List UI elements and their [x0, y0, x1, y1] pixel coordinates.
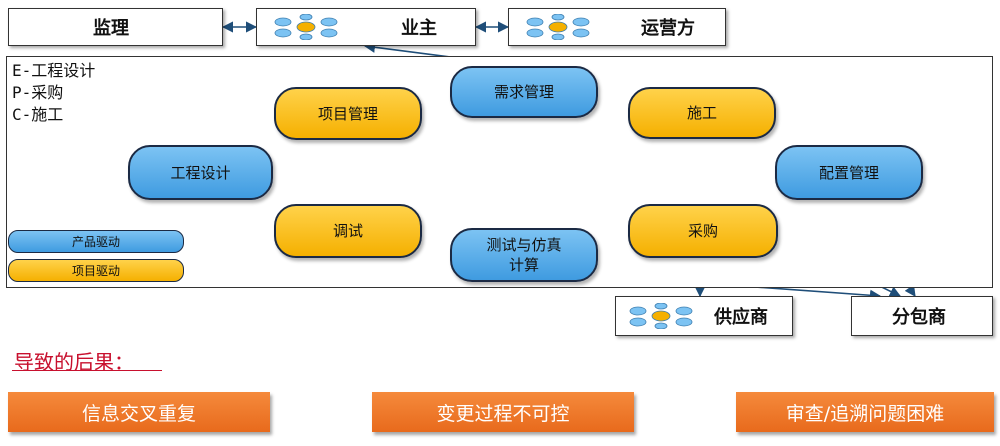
epc-c-label: C-施工: [12, 105, 64, 124]
node-commissioning: 调试: [274, 204, 422, 258]
owner-label: 业主: [401, 18, 437, 39]
consequences-underline: [12, 370, 162, 371]
node-config-mgmt: 配置管理: [775, 145, 923, 200]
subcontractor-box: 分包商: [851, 296, 993, 336]
epc-legend: E-工程设计 P-采购 C-施工: [12, 60, 95, 126]
supplier-diagram-thumbnail-icon: [629, 303, 693, 329]
owner-diagram-thumbnail-icon: [274, 14, 338, 40]
supplier-label: 供应商: [714, 307, 768, 328]
node-engineering-design: 工程设计: [128, 145, 273, 200]
consequence-review-trace-difficult: 审查/追溯问题困难: [736, 392, 994, 432]
legend-project-driven: 项目驱动: [8, 259, 184, 282]
supplier-box: 供应商: [615, 296, 793, 336]
node-procurement: 采购: [628, 204, 778, 258]
consequence-info-overlap: 信息交叉重复: [8, 392, 270, 432]
supervisor-label: 监理: [93, 18, 129, 39]
node-project-mgmt: 项目管理: [274, 87, 422, 140]
epc-e-label: E-工程设计: [12, 61, 96, 80]
operator-box: 运营方: [508, 8, 726, 46]
operator-diagram-thumbnail-icon: [526, 14, 590, 40]
operator-label: 运营方: [641, 18, 695, 39]
node-construction: 施工: [628, 87, 776, 139]
subcontractor-label: 分包商: [892, 307, 946, 328]
supervisor-box: 监理: [8, 8, 223, 46]
legend-product-driven: 产品驱动: [8, 230, 184, 253]
node-requirements: 需求管理: [450, 66, 598, 118]
node-test-sim: 测试与仿真计算: [450, 228, 598, 282]
epc-p-label: P-采购: [12, 83, 64, 102]
owner-box: 业主: [256, 8, 476, 46]
consequence-change-uncontrolled: 变更过程不可控: [372, 392, 634, 432]
